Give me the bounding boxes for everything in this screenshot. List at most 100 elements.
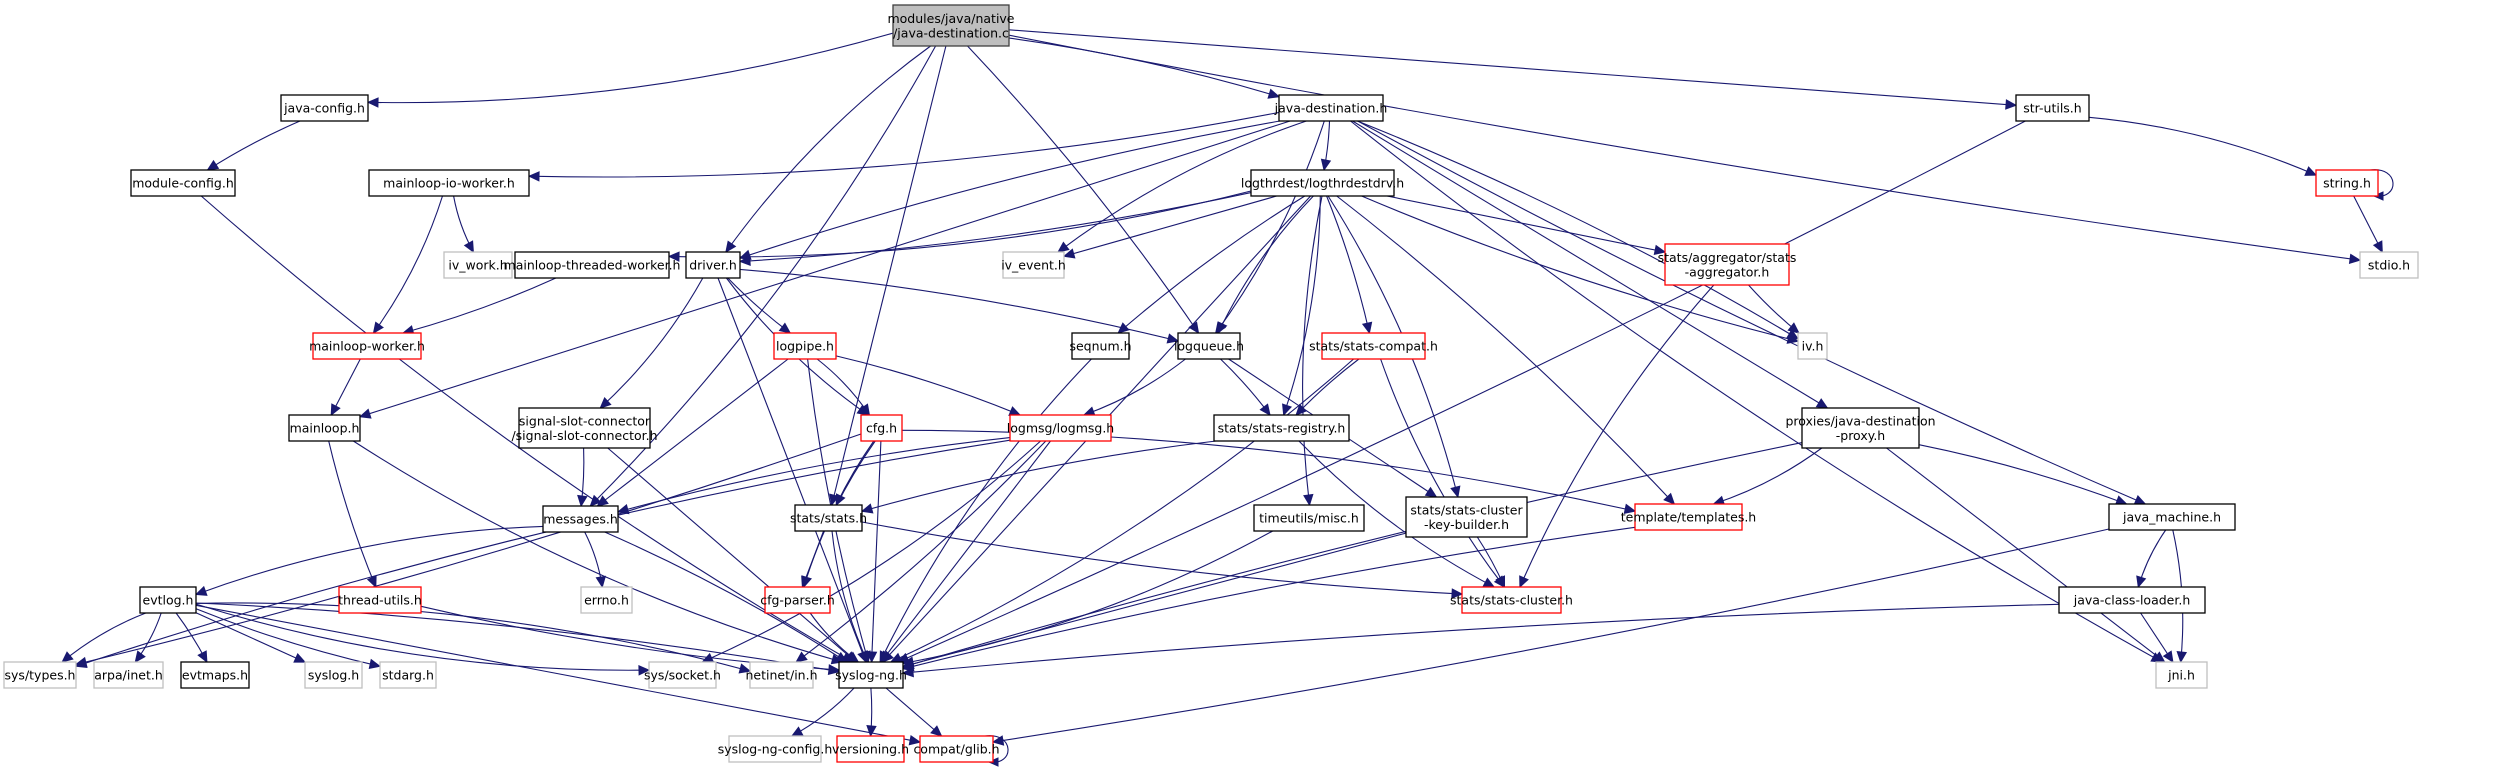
node-box[interactable]	[1213, 414, 1350, 442]
node-mainloop-worker[interactable]: mainloop-worker.h	[309, 332, 425, 360]
node-box[interactable]	[3, 661, 77, 689]
node-box[interactable]	[648, 661, 717, 689]
node-iv_work[interactable]: iv_work.h	[443, 251, 513, 279]
node-stats-aggregator[interactable]: stats/aggregator/stats-aggregator.h	[1658, 243, 1797, 286]
node-java-destination-proxy[interactable]: proxies/java-destination-proxy.h	[1785, 407, 1936, 449]
node-box[interactable]	[919, 735, 994, 763]
node-box[interactable]	[1071, 332, 1130, 360]
node-box[interactable]	[580, 586, 633, 614]
node-box[interactable]	[518, 407, 651, 449]
node-box[interactable]	[1405, 496, 1528, 538]
node-syslog-ng-config[interactable]: syslog-ng-config.h	[718, 735, 833, 763]
node-java_machine[interactable]: java_machine.h	[2108, 503, 2236, 531]
node-logthrdestdrv[interactable]: logthrdest/logthrdestdrv.h	[1241, 169, 1404, 197]
node-box[interactable]	[794, 504, 863, 532]
node-iv_event[interactable]: iv_event.h	[1001, 251, 1066, 279]
node-sys-socket[interactable]: sys/socket.h	[644, 661, 721, 689]
node-java-class-loader[interactable]: java-class-loader.h	[2058, 586, 2206, 614]
node-java-destination[interactable]: java-destination.h	[1274, 94, 1388, 122]
node-box[interactable]	[379, 661, 437, 689]
node-box[interactable]	[892, 4, 1010, 47]
node-root[interactable]: modules/java/native/java-destination.c	[887, 4, 1015, 47]
node-mainloop-io-worker[interactable]: mainloop-io-worker.h	[368, 169, 530, 197]
node-compat-glib[interactable]: compat/glib.h	[913, 735, 1000, 763]
node-iv[interactable]: iv.h	[1797, 332, 1828, 360]
node-java-config[interactable]: java-config.h	[280, 94, 369, 122]
node-timeutils-misc[interactable]: timeutils/misc.h	[1253, 504, 1365, 532]
node-box[interactable]	[838, 661, 904, 689]
node-box[interactable]	[749, 661, 814, 689]
node-arpa-inet[interactable]: arpa/inet.h	[93, 661, 164, 689]
node-module-config[interactable]: module-config.h	[130, 169, 236, 197]
node-box[interactable]	[368, 169, 530, 197]
node-stats[interactable]: stats/stats.h	[790, 504, 867, 532]
node-box[interactable]	[1002, 251, 1065, 279]
node-templates[interactable]: template/templates.h	[1621, 503, 1756, 531]
node-errno[interactable]: errno.h	[580, 586, 633, 614]
node-box[interactable]	[1253, 504, 1365, 532]
node-stats-cluster-key-builder[interactable]: stats/stats-cluster-key-builder.h	[1405, 496, 1528, 538]
node-stdarg[interactable]: stdarg.h	[379, 661, 437, 689]
node-box[interactable]	[1278, 94, 1384, 122]
node-syslog-ng[interactable]: syslog-ng.h	[835, 661, 907, 689]
node-box[interactable]	[338, 586, 422, 614]
node-versioning[interactable]: versioning.h	[832, 735, 909, 763]
node-box[interactable]	[280, 94, 369, 122]
node-box[interactable]	[304, 661, 363, 689]
node-box[interactable]	[728, 735, 822, 763]
node-stats-compat[interactable]: stats/stats-compat.h	[1309, 332, 1438, 360]
node-box[interactable]	[542, 505, 619, 533]
node-messages[interactable]: messages.h	[542, 505, 619, 533]
node-driver[interactable]: driver.h	[685, 251, 741, 279]
node-cfg[interactable]: cfg.h	[860, 414, 903, 442]
node-box[interactable]	[764, 586, 831, 614]
node-box[interactable]	[312, 332, 422, 360]
node-box[interactable]	[2058, 586, 2206, 614]
node-stdio[interactable]: stdio.h	[2359, 251, 2419, 279]
node-evtmaps[interactable]: evtmaps.h	[180, 661, 250, 689]
node-box[interactable]	[1801, 407, 1920, 449]
node-box[interactable]	[130, 169, 236, 197]
node-syslog[interactable]: syslog.h	[304, 661, 363, 689]
node-logqueue[interactable]: logqueue.h	[1174, 332, 1244, 360]
node-box[interactable]	[1250, 169, 1395, 197]
node-signal-slot-connector[interactable]: signal-slot-connector/signal-slot-connec…	[511, 407, 658, 449]
node-mainloop-threaded-worker[interactable]: mainloop-threaded-worker.h	[504, 251, 681, 279]
node-box[interactable]	[685, 251, 741, 279]
node-stats-registry[interactable]: stats/stats-registry.h	[1213, 414, 1350, 442]
node-box[interactable]	[2315, 169, 2379, 197]
node-box[interactable]	[514, 251, 670, 279]
node-box[interactable]	[139, 586, 197, 614]
node-box[interactable]	[2155, 661, 2208, 689]
node-box[interactable]	[2359, 251, 2419, 279]
node-stats-cluster[interactable]: stats/stats-cluster.h	[1450, 586, 1573, 614]
node-jni[interactable]: jni.h	[2155, 661, 2208, 689]
node-logmsg[interactable]: logmsg/logmsg.h	[1007, 414, 1114, 442]
node-box[interactable]	[1461, 586, 1562, 614]
node-box[interactable]	[1009, 414, 1112, 442]
node-thread-utils[interactable]: thread-utils.h	[338, 586, 422, 614]
node-box[interactable]	[93, 661, 164, 689]
node-box[interactable]	[773, 332, 837, 360]
node-mainloop[interactable]: mainloop.h	[288, 414, 361, 442]
node-box[interactable]	[2108, 503, 2236, 531]
node-string[interactable]: string.h	[2315, 169, 2379, 197]
node-str-utils[interactable]: str-utils.h	[2015, 94, 2090, 122]
node-box[interactable]	[860, 414, 903, 442]
node-box[interactable]	[1797, 332, 1828, 360]
node-evtlog[interactable]: evtlog.h	[139, 586, 197, 614]
node-logpipe[interactable]: logpipe.h	[773, 332, 837, 360]
node-box[interactable]	[2015, 94, 2090, 122]
node-box[interactable]	[1321, 332, 1426, 360]
node-box[interactable]	[836, 735, 905, 763]
node-box[interactable]	[1664, 243, 1790, 286]
node-box[interactable]	[180, 661, 250, 689]
node-box[interactable]	[1634, 503, 1743, 531]
node-cfg-parser[interactable]: cfg-parser.h	[760, 586, 835, 614]
node-sys-types[interactable]: sys/types.h	[3, 661, 77, 689]
node-box[interactable]	[288, 414, 361, 442]
node-box[interactable]	[443, 251, 513, 279]
node-netinet-in[interactable]: netinet/in.h	[745, 661, 818, 689]
node-box[interactable]	[1177, 332, 1241, 360]
node-seqnum[interactable]: seqnum.h	[1069, 332, 1132, 360]
